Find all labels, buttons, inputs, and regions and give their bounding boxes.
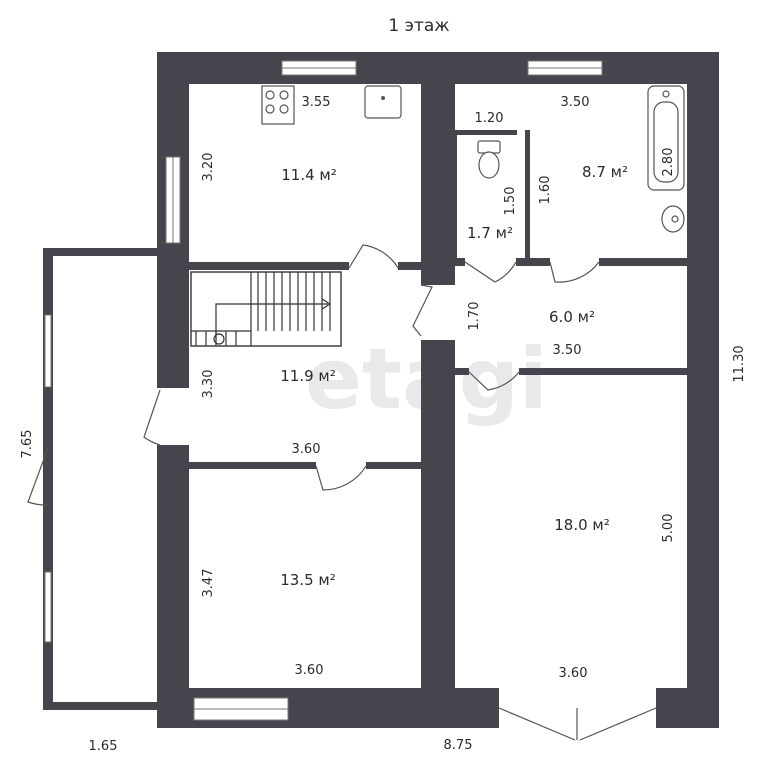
living-height-dim: 5.00 [661, 514, 676, 543]
bedroom-height-dim: 3.47 [201, 569, 216, 598]
stair-hall-area: 11.9 м² [280, 367, 336, 385]
bedroom-area: 13.5 м² [280, 571, 336, 589]
corridor-area: 6.0 м² [549, 308, 595, 326]
inner-walls [189, 84, 687, 688]
kitchen-area: 11.4 м² [281, 166, 337, 184]
kitchen-sink-icon [364, 85, 402, 119]
veranda-width-dim: 1.65 [89, 739, 118, 754]
hall-height-dim: 3.30 [201, 370, 216, 399]
bedroom-width-dim: 3.60 [295, 663, 324, 678]
living-area: 18.0 м² [554, 516, 610, 534]
windows [44, 60, 603, 721]
total-height-dim: 11.30 [732, 345, 747, 382]
veranda-height-dim: 7.65 [20, 430, 35, 459]
living-width-dim: 3.60 [559, 666, 588, 681]
hall-width-dim: 3.60 [292, 442, 321, 457]
bath-inner-height-dim: 1.60 [538, 176, 553, 205]
corridor-height-dim: 1.70 [467, 302, 482, 331]
staircase-icon [190, 271, 342, 347]
corridor-width-dim: 3.50 [553, 343, 582, 358]
toilet-icon [477, 140, 501, 179]
bathtub-icon [647, 85, 685, 191]
washbasin-icon [661, 205, 685, 233]
kitchen-width-dim: 3.55 [302, 95, 331, 110]
wc-area: 1.7 м² [467, 224, 513, 242]
veranda-outline [43, 248, 161, 710]
floor-title: 1 этаж [388, 16, 449, 36]
bath-height-dim: 2.80 [661, 148, 676, 177]
wc-height-dim: 1.50 [503, 187, 518, 216]
bath-area: 8.7 м² [582, 163, 628, 181]
kitchen-stove-icon [261, 85, 295, 125]
wc-width-dim: 1.20 [475, 111, 504, 126]
kitchen-height-dim: 3.20 [201, 153, 216, 182]
bath-width-dim: 3.50 [561, 95, 590, 110]
doors [27, 244, 657, 741]
total-width-dim: 8.75 [444, 738, 473, 753]
